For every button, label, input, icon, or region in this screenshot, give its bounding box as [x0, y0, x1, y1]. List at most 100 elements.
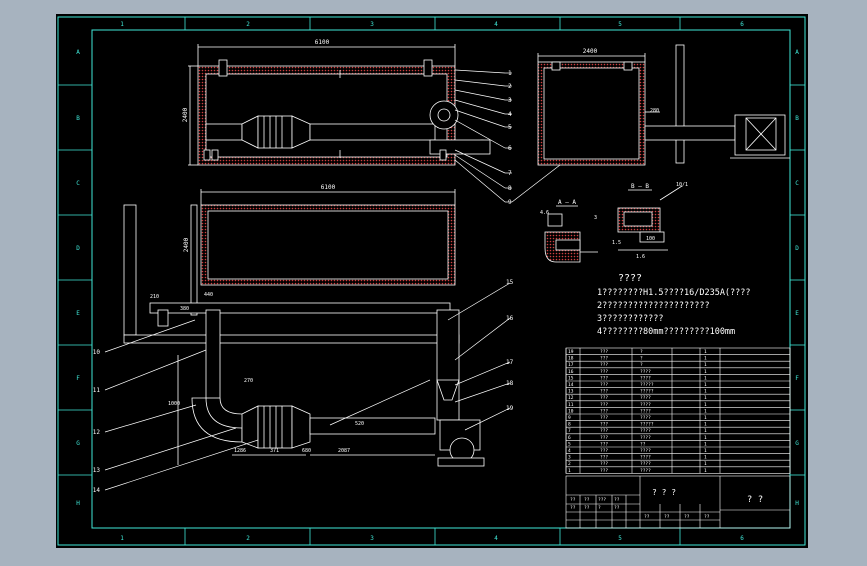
section-aa-label: A — A — [558, 199, 576, 206]
zone-col-bottom-1: 1 — [120, 535, 124, 542]
title-block-cell: ?? — [614, 505, 620, 511]
bom-row-7-qty: 1 — [704, 428, 707, 434]
bom-row-10-material: ???? — [640, 408, 651, 414]
bom-row-16-name: ??? — [600, 369, 608, 375]
bom-row-11-material: ???? — [640, 402, 651, 408]
bom-row-2-no: 2 — [568, 461, 571, 467]
leader-16: 16 — [506, 315, 514, 322]
title-block-cell: ?? — [570, 497, 576, 503]
zone-row-left-A: A — [76, 49, 80, 56]
bom-row-8-no: 8 — [568, 422, 571, 428]
bom-row-2-name: ??? — [600, 461, 608, 467]
leader-10: 10 — [93, 349, 101, 356]
leader-1: 1 — [508, 70, 512, 77]
bom-row-18-no: 18 — [568, 356, 574, 362]
zone-row-right-A: A — [795, 49, 799, 56]
mid-dim-210: 210 — [150, 294, 159, 300]
bom-row-7-name: ??? — [600, 428, 608, 434]
zone-row-right-B: B — [795, 115, 799, 122]
mid-dim-440: 440 — [204, 292, 213, 298]
bom-row-12-name: ??? — [600, 395, 608, 401]
section-bb — [617, 185, 683, 251]
middle-view — [123, 189, 485, 467]
leader-13: 13 — [93, 467, 101, 474]
mid-dim-371: 371 — [270, 448, 279, 454]
mid-dim-380: 380 — [180, 306, 189, 312]
bom-row-3-material: ???? — [640, 455, 651, 461]
leader-14: 14 — [93, 487, 101, 494]
zone-rows — [58, 84, 805, 476]
leader-8: 8 — [508, 185, 512, 192]
top-left-view — [188, 44, 491, 166]
zone-col-top-2: 2 — [246, 21, 250, 28]
zone-row-right-D: D — [795, 245, 799, 252]
bom-row-4-material: ???? — [640, 448, 651, 454]
bom-row-11-name: ??? — [600, 402, 608, 408]
tr-dim-top: 2400 — [583, 48, 598, 55]
title-block-cell: ? — [598, 505, 601, 511]
bom-row-9-material: ???? — [640, 415, 651, 421]
tl-dim-top: 6100 — [315, 39, 330, 46]
title-block-cell: ?? — [644, 514, 650, 520]
bom-row-5-name: ??? — [600, 441, 608, 447]
mid-dim-2087: 2087 — [338, 448, 350, 454]
zone-row-left-E: E — [76, 310, 80, 317]
leader-6: 6 — [508, 145, 512, 152]
bom-row-1-no: 1 — [568, 468, 571, 474]
notes-lines: 1????????H1.5????16/D235A(????2?????????… — [597, 288, 751, 337]
bom-row-9-name: ??? — [600, 415, 608, 421]
zone-row-right-E: E — [795, 310, 799, 317]
tr-dim-side: 280 — [650, 108, 659, 114]
bom-row-10-name: ??? — [600, 408, 608, 414]
note-line-3: 3???????????? — [597, 314, 664, 324]
bom-row-12-material: ???? — [640, 395, 651, 401]
leader-9: 9 — [508, 199, 512, 206]
section-bb-dim-2: 1.5 — [612, 240, 621, 246]
zone-row-right-F: F — [795, 375, 799, 382]
notes-title: ???? — [618, 273, 642, 284]
bom-row-15-name: ??? — [600, 375, 608, 381]
leader-19: 19 — [506, 405, 514, 412]
bom-row-10-no: 10 — [568, 408, 574, 414]
zone-row-right-C: C — [795, 180, 799, 187]
zone-col-bottom-6: 6 — [740, 535, 744, 542]
zone-row-left-D: D — [76, 245, 80, 252]
bom-row-6-no: 6 — [568, 435, 571, 441]
title-block-cell: ?? — [614, 497, 620, 503]
zone-columns — [184, 17, 681, 545]
section-aa-dim-2: 3 — [594, 215, 597, 221]
bom-row-4-no: 4 — [568, 448, 571, 454]
bom-row-18-material: ? — [640, 356, 643, 362]
bom-row-15-material: ???? — [640, 375, 651, 381]
bom-row-13-name: ??? — [600, 389, 608, 395]
zone-row-left-C: C — [76, 180, 80, 187]
mid-dim-270: 270 — [244, 378, 253, 384]
bom-row-13-qty: 1 — [704, 389, 707, 395]
bom-row-4-name: ??? — [600, 448, 608, 454]
section-aa-dim-1: 4.6 — [540, 210, 549, 216]
title-block-cell: ?? — [704, 514, 710, 520]
bom-table-text: 19????118????117????116???????115???????… — [568, 349, 707, 474]
inner-frame — [91, 29, 791, 529]
mid-dim-520: 520 — [355, 421, 364, 427]
title-block-cell: ?? — [684, 514, 690, 520]
bom-row-2-material: ???? — [640, 461, 651, 467]
bom-row-12-qty: 1 — [704, 395, 707, 401]
zone-row-left-G: G — [76, 440, 80, 447]
zone-row-left-F: F — [76, 375, 80, 382]
section-bb-label: B — B — [631, 183, 649, 190]
bom-row-13-material: ????? — [640, 389, 654, 395]
section-aa — [544, 205, 598, 263]
leader-12: 12 — [93, 429, 101, 436]
leader-15: 15 — [506, 279, 514, 286]
bom-row-14-material: ????? — [640, 382, 654, 388]
bom-row-7-material: ???? — [640, 428, 651, 434]
outer-frame — [57, 16, 806, 546]
bom-row-9-no: 9 — [568, 415, 571, 421]
bom-row-1-name: ??? — [600, 468, 608, 474]
bom-row-4-qty: 1 — [704, 448, 707, 454]
